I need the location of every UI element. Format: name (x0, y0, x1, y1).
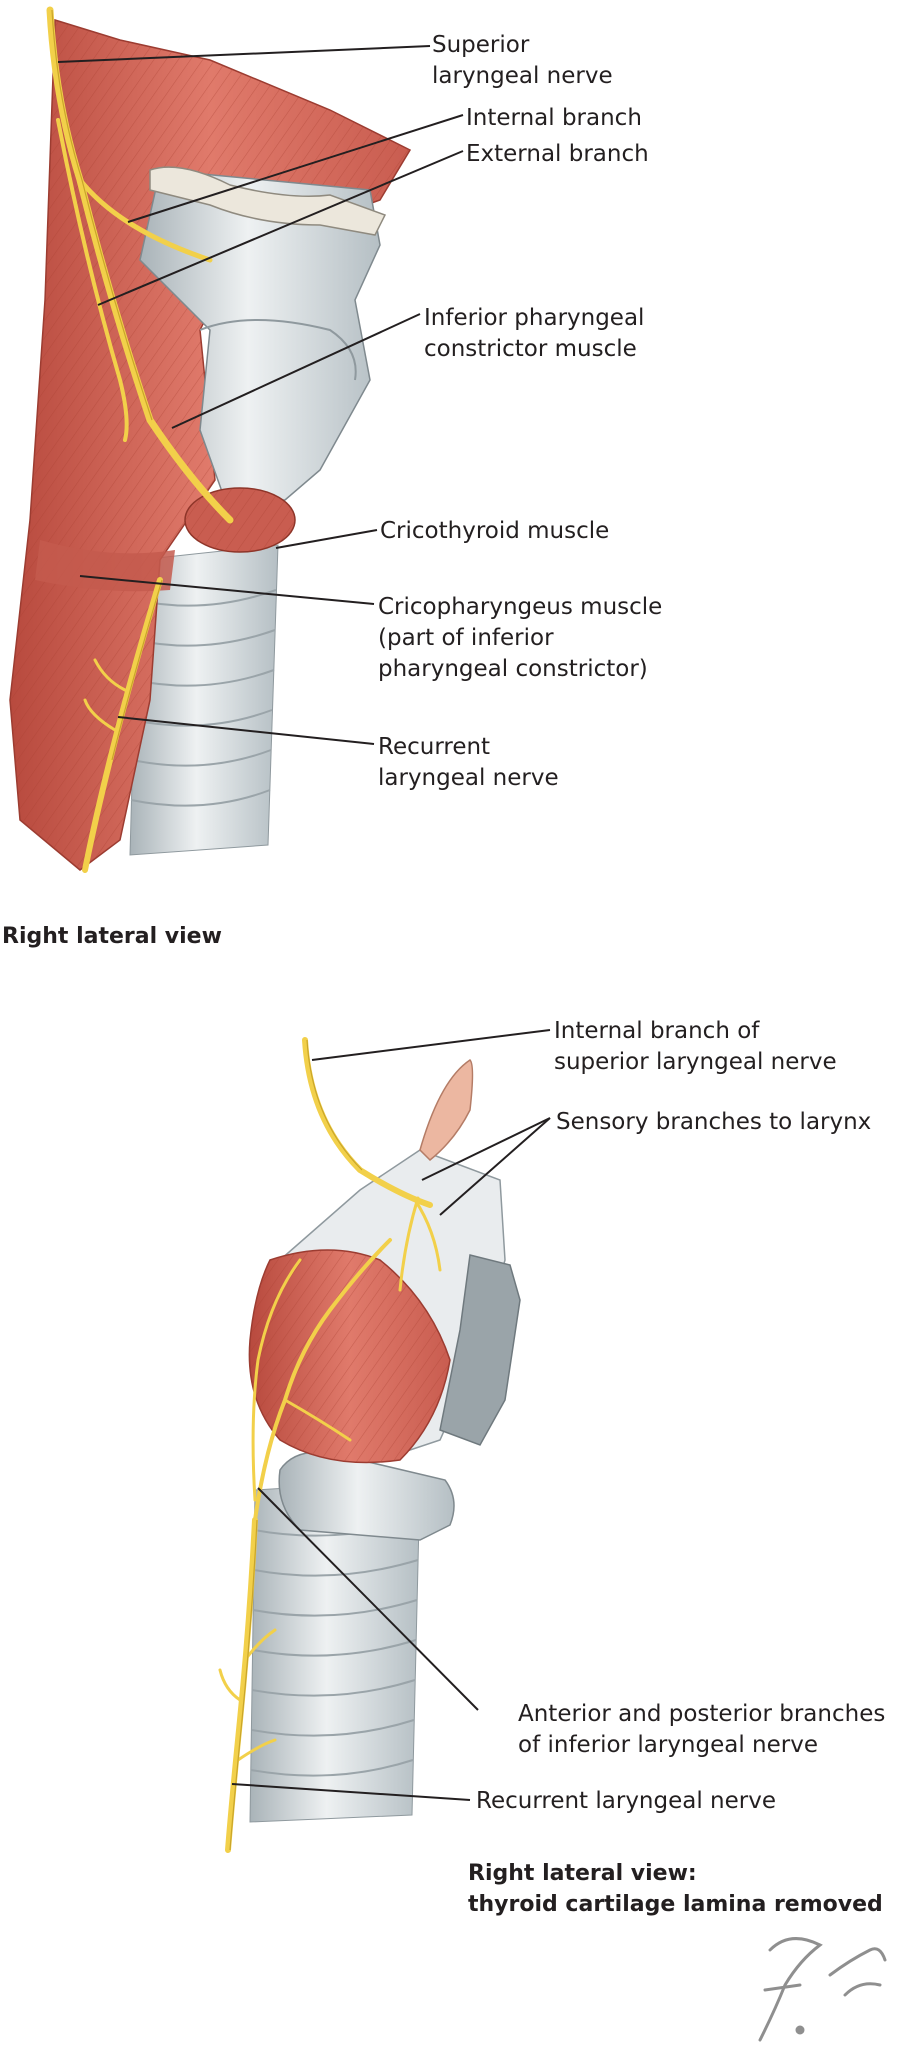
label-line: Internal branch of (554, 1018, 760, 1044)
label-line: Recurrent laryngeal nerve (476, 1788, 776, 1814)
label-line: laryngeal nerve (432, 63, 613, 89)
label-line: External branch (466, 141, 649, 167)
leader-lines-top (57, 45, 464, 745)
cricopharyngeus-top (35, 540, 175, 592)
caption-bottom: Right lateral view: thyroid cartilage la… (468, 1858, 883, 1920)
label-internal-branch-sln: Internal branch of superior laryngeal ne… (554, 1016, 837, 1078)
label-superior-laryngeal-nerve: Superior laryngeal nerve (432, 30, 613, 92)
bottom-figure (218, 1037, 521, 1853)
label-line: constrictor muscle (424, 336, 637, 362)
label-line: Superior (432, 32, 530, 58)
caption-line: thyroid cartilage lamina removed (468, 1892, 883, 1917)
label-line: Internal branch (466, 105, 642, 131)
trachea-top (129, 544, 279, 856)
label-line: Inferior pharyngeal (424, 305, 645, 331)
label-cricothyroid-muscle: Cricothyroid muscle (380, 516, 609, 547)
label-line: Anterior and posterior branches (518, 1701, 886, 1727)
label-internal-branch: Internal branch (466, 103, 642, 134)
thyroid-cartilage-top (139, 169, 381, 501)
caption-top: Right lateral view (2, 924, 222, 949)
nerves-top (46, 6, 234, 873)
top-figure (9, 6, 412, 873)
label-cricopharyngeus-muscle: Cricopharyngeus muscle (part of inferior… (378, 592, 662, 685)
label-sensory-branches: Sensory branches to larynx (556, 1107, 871, 1138)
label-inferior-pharyngeal-constrictor: Inferior pharyngeal constrictor muscle (424, 303, 644, 365)
label-line: Sensory branches to larynx (556, 1109, 872, 1135)
label-ant-post-branches: Anterior and posterior branches of infer… (518, 1699, 885, 1761)
label-line: Recurrent (378, 734, 491, 760)
leader-lines-bottom (231, 1029, 551, 1801)
netter-signature (758, 1937, 887, 2042)
label-external-branch: External branch (466, 139, 649, 170)
label-line: of inferior laryngeal nerve (518, 1732, 818, 1758)
epiglottis-bottom (419, 1059, 474, 1162)
nerves-bottom (218, 1037, 442, 1853)
thyroid-cartilage-remnant (439, 1254, 521, 1446)
trachea-bottom (249, 1479, 421, 1823)
label-line: superior laryngeal nerve (554, 1049, 837, 1075)
label-line: (part of inferior (378, 625, 554, 651)
cricoid-cartilage-bottom (278, 1451, 455, 1541)
hyoid-bone-top (149, 166, 387, 236)
caption-line: Right lateral view: (468, 1861, 697, 1886)
label-recurrent-laryngeal-nerve-top: Recurrent laryngeal nerve (378, 732, 559, 794)
label-line: laryngeal nerve (378, 765, 559, 791)
label-line: pharyngeal constrictor) (378, 656, 648, 682)
label-line: Cricothyroid muscle (380, 518, 610, 544)
label-recurrent-laryngeal-nerve-bottom: Recurrent laryngeal nerve (476, 1786, 776, 1817)
label-line: Cricopharyngeus muscle (378, 594, 663, 620)
